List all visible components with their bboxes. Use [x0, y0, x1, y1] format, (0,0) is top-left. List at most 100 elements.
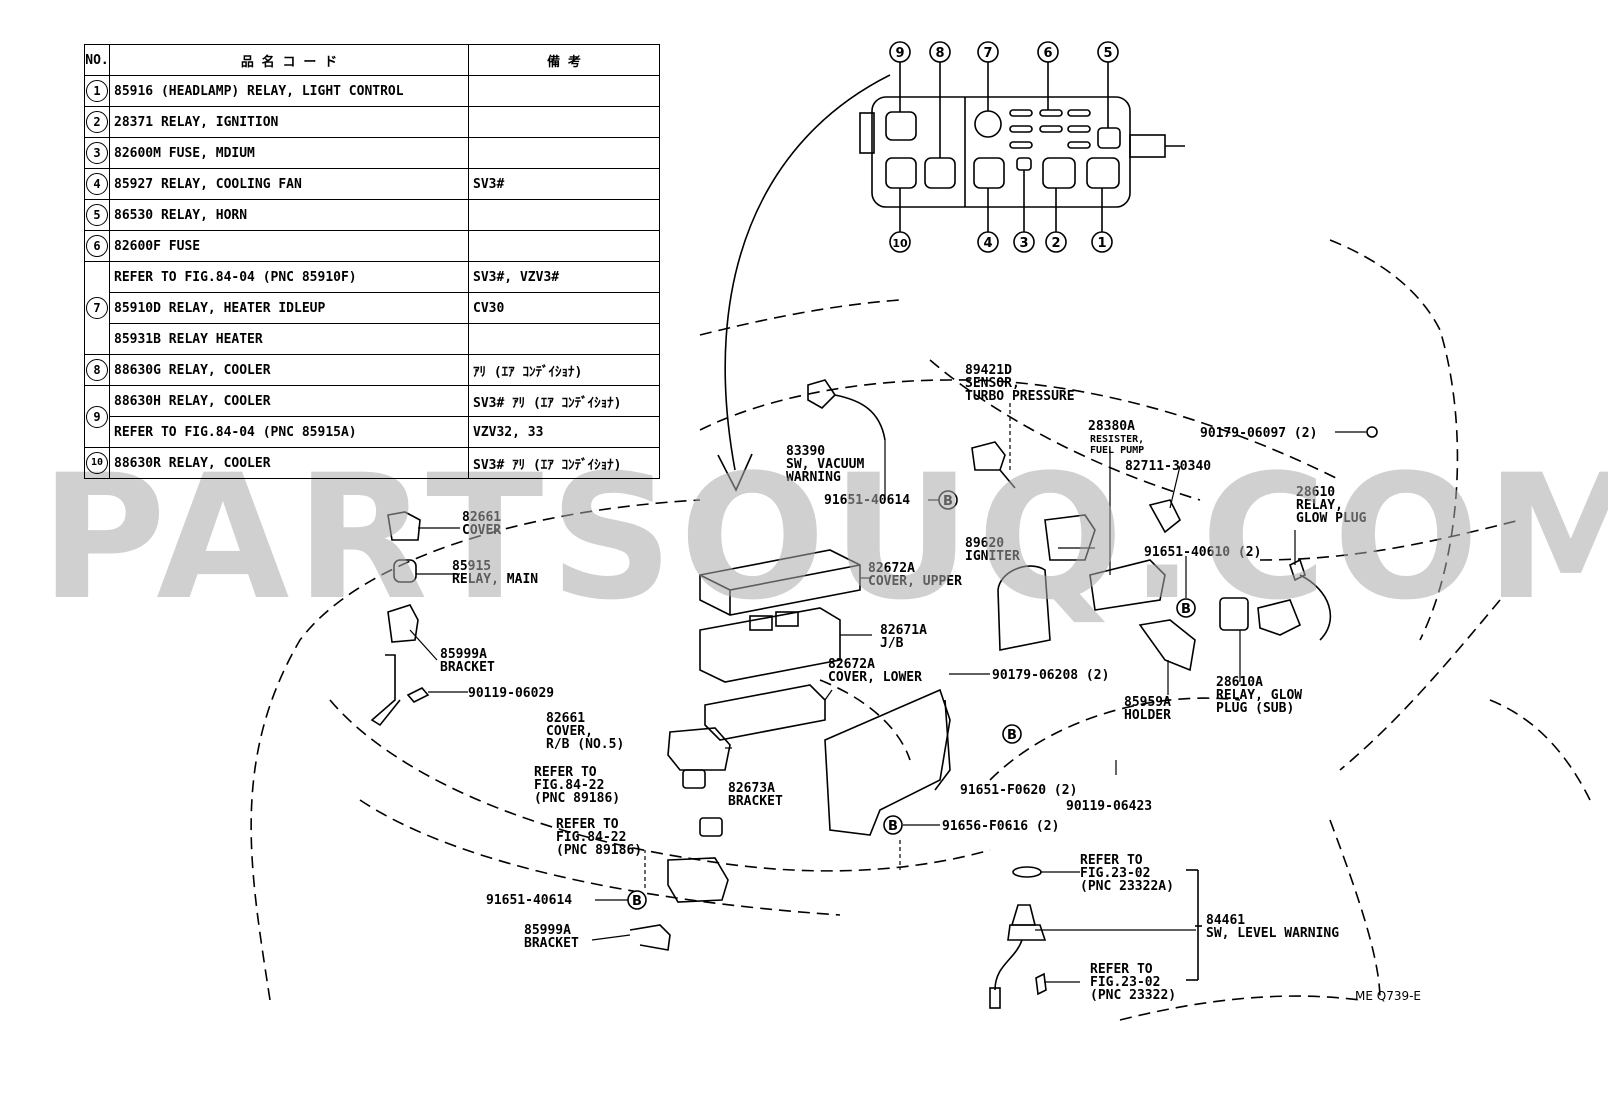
figure-code: ME Q739-E [1355, 989, 1421, 1003]
table-row: 8 88630G RELAY, COOLER ｱﾘ (ｴｱ ｺﾝﾃﾞｲｼｮﾅ) [84, 354, 660, 386]
row-name: 28371 RELAY, IGNITION [109, 106, 469, 138]
row-number: 5 [86, 204, 108, 226]
table-row: 85931B RELAY HEATER [85, 323, 660, 355]
b-marker: B [632, 894, 642, 909]
row-name: REFER TO FIG.84-04 (PNC 85910F) [109, 261, 469, 293]
label-cover-rb-1: 82661 [546, 711, 585, 726]
row-note [468, 75, 660, 107]
label-90119-06029: 90119-06029 [468, 686, 554, 701]
row-name: REFER TO FIG.84-04 (PNC 85915A) [109, 416, 469, 448]
table-row: 6 82600F FUSE [84, 230, 660, 262]
row-note: SV3#, VZV3# [468, 261, 660, 293]
label-cover-upper-2: COVER, UPPER [868, 574, 962, 589]
row-note: SV3# ｱﾘ (ｴｱ ｺﾝﾃﾞｲｼｮﾅ) [468, 447, 660, 479]
b-marker: B [1181, 602, 1191, 617]
b-marker: B [888, 819, 898, 834]
label-bracket-85999a-top-2: BRACKET [440, 660, 495, 675]
label-refer-84-22-b-3: (PNC 89186) [556, 843, 642, 858]
row-name: 88630G RELAY, COOLER [109, 354, 469, 386]
parts-table: NO. 品 名 コ ー ド 備 考 1 85916 (HEADLAMP) REL… [84, 44, 660, 479]
row-note [468, 137, 660, 169]
row-name: 85916 (HEADLAMP) RELAY, LIGHT CONTROL [109, 75, 469, 107]
row-name: 82600M FUSE, MDIUM [109, 137, 469, 169]
row-name: 82600F FUSE [109, 230, 469, 262]
label-cover-82661-1: 82661 [462, 510, 501, 525]
label-refer-84-22-a-2: FIG.84-22 [534, 778, 604, 793]
table-row: 5 86530 RELAY, HORN [84, 199, 660, 231]
label-relay-main-1: 85915 [452, 559, 491, 574]
row-name: 88630R RELAY, COOLER [109, 447, 469, 479]
row-note: ｱﾘ (ｴｱ ｺﾝﾃﾞｲｼｮﾅ) [468, 354, 660, 386]
label-sensor-turbo-1: 89421D [965, 363, 1012, 378]
row-number: 9 [86, 405, 108, 428]
label-resister-2: RESISTER, [1090, 434, 1144, 445]
label-82711-30340: 82711-30340 [1125, 459, 1211, 474]
label-91651-40614-bottom: 91651-40614 [486, 893, 572, 908]
label-refer-84-22-b-2: FIG.84-22 [556, 830, 626, 845]
row-number: 6 [86, 235, 108, 257]
row-number: 3 [86, 142, 108, 164]
box-num-4: 4 [983, 236, 992, 251]
table-row: 1 85916 (HEADLAMP) RELAY, LIGHT CONTROL [84, 75, 660, 107]
box-num-8: 8 [935, 46, 944, 61]
table-row: REFER TO FIG.84-04 (PNC 85915A) VZV32, 3… [85, 416, 660, 448]
label-glow-plug-relay-1: 28610 [1296, 485, 1335, 500]
label-refer-23-02-b-1: REFER TO [1090, 962, 1153, 977]
row-note [468, 199, 660, 231]
label-sw-level-2: SW, LEVEL WARNING [1206, 926, 1339, 941]
row-number: 4 [86, 173, 108, 195]
label-refer-84-22-a-1: REFER TO [534, 765, 597, 780]
label-90119-06423: 90119-06423 [1066, 799, 1152, 814]
label-resister-1: 28380A [1088, 419, 1135, 434]
label-glow-plug-relay-3: GLOW PLUG [1296, 511, 1367, 526]
label-bracket-85999a-bottom-2: BRACKET [524, 936, 579, 951]
label-sensor-turbo-2: SENSOR, [965, 376, 1020, 391]
label-holder-1: 85959A [1124, 695, 1171, 710]
label-91651-40610: 91651-40610 (2) [1144, 545, 1261, 560]
label-sw-vacuum-3: WARNING [786, 470, 841, 485]
label-refer-23-02-a-3: (PNC 23322A) [1080, 879, 1174, 894]
label-jb-2: J/B [880, 636, 904, 651]
label-igniter-2: IGNITER [965, 549, 1020, 564]
header-name: 品 名 コ ー ド [109, 44, 469, 76]
label-holder-2: HOLDER [1124, 708, 1171, 723]
label-91656-f0616: 91656-F0616 (2) [942, 819, 1059, 834]
row-name: 88630H RELAY, COOLER [109, 385, 469, 417]
header-no: NO. [84, 44, 110, 76]
table-row: 10 88630R RELAY, COOLER SV3# ｱﾘ (ｴｱ ｺﾝﾃﾞ… [84, 447, 660, 479]
label-cover-lower-2: COVER, LOWER [828, 670, 922, 685]
label-jb-1: 82671A [880, 623, 927, 638]
label-refer-84-22-b-1: REFER TO [556, 817, 619, 832]
box-num-7: 7 [983, 46, 992, 61]
label-91651-f0620: 91651-F0620 (2) [960, 783, 1077, 798]
b-marker: B [1007, 728, 1017, 743]
box-num-2: 2 [1051, 236, 1060, 251]
table-row: 4 85927 RELAY, COOLING FAN SV3# [84, 168, 660, 200]
label-cover-rb-3: R/B (NO.5) [546, 737, 624, 752]
label-resister-3: FUEL PUMP [1090, 445, 1144, 456]
row-note: VZV32, 33 [468, 416, 660, 448]
box-num-6: 6 [1043, 46, 1052, 61]
label-refer-84-22-a-3: (PNC 89186) [534, 791, 620, 806]
box-num-3: 3 [1019, 236, 1028, 251]
row-number: 10 [86, 452, 108, 474]
box-num-9: 9 [895, 46, 904, 61]
label-igniter-1: 89620 [965, 536, 1004, 551]
label-bracket-82673a-2: BRACKET [728, 794, 783, 809]
label-91651-40614-top: 91651-40614 [824, 493, 910, 508]
label-refer-23-02-a-2: FIG.23-02 [1080, 866, 1150, 881]
row-number: 8 [86, 359, 108, 381]
row-name: 85927 RELAY, COOLING FAN [109, 168, 469, 200]
table-row: 3 82600M FUSE, MDIUM [84, 137, 660, 169]
label-glow-plug-sub-3: PLUG (SUB) [1216, 701, 1294, 716]
table-row: 2 28371 RELAY, IGNITION [84, 106, 660, 138]
row-number: 2 [86, 111, 108, 133]
row-note [468, 230, 660, 262]
table-row: 7 REFER TO FIG.84-04 (PNC 85910F) SV3#, … [84, 261, 660, 355]
label-bracket-85999a-top-1: 85999A [440, 647, 487, 662]
label-refer-23-02-b-2: FIG.23-02 [1090, 975, 1160, 990]
label-glow-plug-sub-1: 28610A [1216, 675, 1263, 690]
label-sw-vacuum-1: 83390 [786, 444, 825, 459]
row-number: 7 [86, 297, 108, 319]
